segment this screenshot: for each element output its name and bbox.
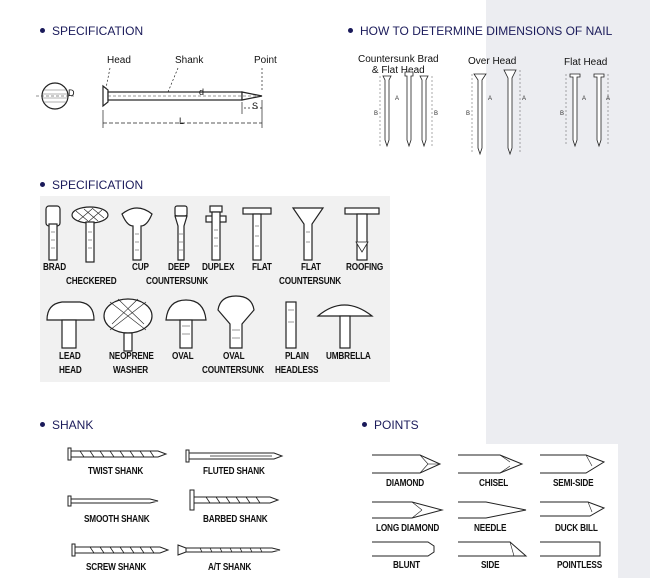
head-deep-label: DEEP xyxy=(168,262,190,273)
head-oval-label: OVAL xyxy=(172,351,194,362)
shank-at-label: A/T SHANK xyxy=(208,562,252,573)
head-oval-countersunk-oval-label: OVAL xyxy=(223,351,245,362)
shank-screw-label: SCREW SHANK xyxy=(86,562,147,573)
svg-text:B: B xyxy=(466,111,470,117)
svg-text:A: A xyxy=(606,96,610,102)
head-neoprene-label: NEOPRENE xyxy=(109,351,154,362)
head-duplex-label: DUPLEX xyxy=(202,262,235,273)
section-title-shank: SHANK xyxy=(40,418,93,432)
svg-text:A: A xyxy=(582,96,586,102)
svg-text:B: B xyxy=(434,111,438,117)
head-flat-label: FLAT xyxy=(252,262,272,273)
point-semi-side-label: SEMI-SIDE xyxy=(553,478,594,489)
svg-text:B: B xyxy=(560,111,564,117)
head-oval-countersunk-label: COUNTERSUNK xyxy=(202,365,264,376)
point-diamond-label: DIAMOND xyxy=(386,478,425,489)
head-flat-countersunk-flat-label: FLAT xyxy=(301,262,321,273)
head-checkered-label: CHECKERED xyxy=(66,276,117,287)
head-plain-label: PLAIN xyxy=(285,351,309,362)
head-neoprene-washer-label: WASHER xyxy=(113,365,149,376)
point-pointless-label: POINTLESS xyxy=(557,560,602,571)
head-lead-head-label: HEAD xyxy=(59,365,82,376)
svg-text:A: A xyxy=(488,96,492,102)
point-side-label: SIDE xyxy=(481,560,500,571)
section-title-dimensions: HOW TO DETERMINE DIMENSIONS OF NAIL xyxy=(348,24,612,38)
shank-types-panel xyxy=(60,438,292,578)
shank-smooth-label: SMOOTH SHANK xyxy=(84,514,150,525)
anatomy-s-label: S xyxy=(252,101,259,111)
section-title-specification: SPECIFICATION xyxy=(40,24,143,38)
anatomy-l-label: L xyxy=(179,116,185,126)
shank-barbed-label: BARBED SHANK xyxy=(203,514,268,525)
head-brad-label: BRAD xyxy=(43,262,67,273)
shank-fluted-label: FLUTED SHANK xyxy=(203,466,265,477)
bullet-icon xyxy=(362,422,367,428)
bullet-icon xyxy=(348,28,353,34)
bullet-icon xyxy=(40,28,45,34)
dimension-type-countersunk-label: Countersunk Brad & Flat Head xyxy=(358,54,439,76)
point-blunt-label: BLUNT xyxy=(393,560,420,571)
point-chisel-label: CHISEL xyxy=(479,478,509,489)
svg-text:B: B xyxy=(374,111,378,117)
section-title-points: POINTS xyxy=(362,418,419,432)
head-roofing-label: ROOFING xyxy=(346,262,384,273)
svg-text:A: A xyxy=(522,96,526,102)
head-flat-countersunk-label: COUNTERSUNK xyxy=(279,276,341,287)
anatomy-point-label: Point xyxy=(254,55,277,66)
dimension-type-over-head-label: Over Head xyxy=(468,56,517,67)
shank-twist-label: TWIST SHANK xyxy=(88,466,144,477)
bullet-icon xyxy=(40,422,45,428)
head-umbrella-label: UMBRELLA xyxy=(326,351,371,362)
section-title-head-specification: SPECIFICATION xyxy=(40,178,143,192)
point-long-diamond-label: LONG DIAMOND xyxy=(376,523,440,534)
dimension-type-flat-head-label: Flat Head xyxy=(564,57,608,68)
svg-text:A: A xyxy=(395,96,399,102)
head-lead-label: LEAD xyxy=(59,351,81,362)
bullet-icon xyxy=(40,182,45,188)
head-deep-countersunk-label: COUNTERSUNK xyxy=(146,276,208,287)
anatomy-shank-label: Shank xyxy=(175,55,204,66)
anatomy-head-label: Head xyxy=(107,55,131,66)
anatomy-d-head-label: D xyxy=(68,88,75,98)
point-needle-label: NEEDLE xyxy=(474,523,507,534)
point-duck-bill-label: DUCK BILL xyxy=(555,523,598,534)
head-headless-label: HEADLESS xyxy=(275,365,319,376)
head-cup-label: CUP xyxy=(132,262,149,273)
anatomy-d-shank-label: d xyxy=(199,87,205,97)
